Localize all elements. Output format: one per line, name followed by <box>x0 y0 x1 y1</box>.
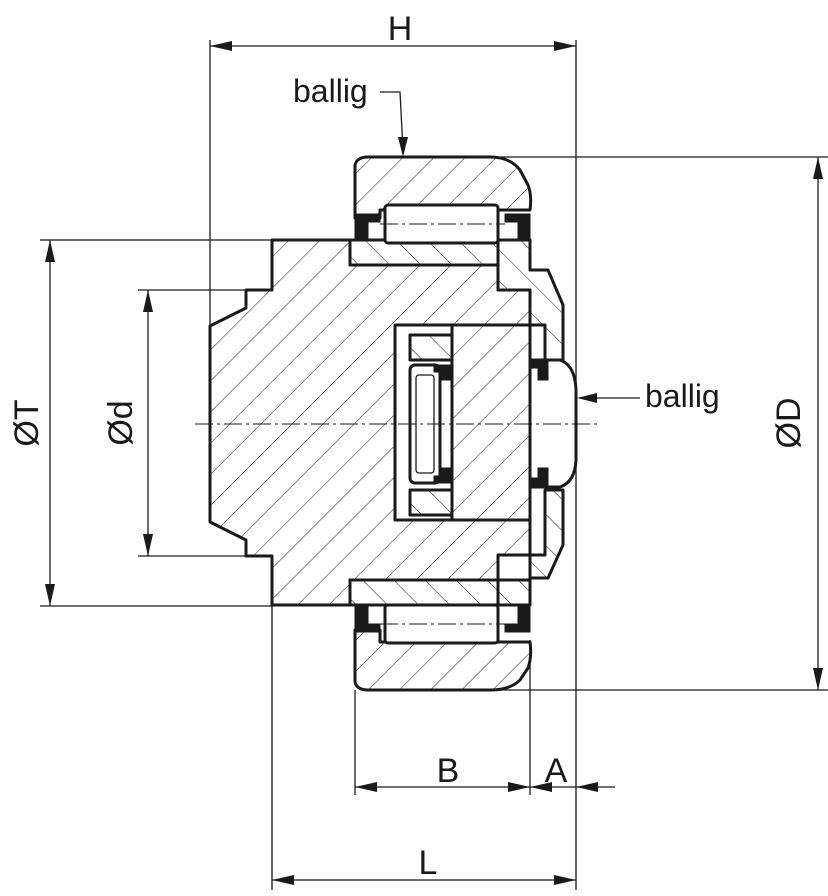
note-ballig-right: ballig <box>645 378 720 414</box>
crowned-ring-seal-bottom <box>529 467 549 488</box>
leader-top <box>380 91 404 151</box>
dim-H-arrow-left <box>210 41 232 51</box>
dim-T-arrow-bottom <box>45 584 55 606</box>
dim-T-label: ØT <box>8 399 46 446</box>
lower-race-inner <box>348 578 500 607</box>
dim-B-arrow-left <box>355 782 377 792</box>
dim-D-label: ØD <box>770 398 808 449</box>
inner-cage-upper <box>408 333 454 362</box>
note-ballig-top: ballig <box>293 73 368 109</box>
dim-H-arrow-right <box>554 41 576 51</box>
inner-cage-lower <box>408 488 454 517</box>
dim-B-label: B <box>437 752 460 790</box>
dim-A-arrow-right <box>576 782 598 792</box>
inner-seal-top <box>433 364 453 381</box>
leader-right-arrow <box>577 393 597 403</box>
outer-ring-upper <box>353 155 533 220</box>
dim-d-arrow-bottom <box>143 534 153 556</box>
dim-T-arrow-top <box>45 240 55 262</box>
side-washer-lower <box>496 488 565 607</box>
dim-L-arrow-right <box>554 875 576 885</box>
dim-D-arrow-bottom <box>813 668 823 690</box>
dim-A-label: A <box>545 752 568 790</box>
dim-d-arrow-top <box>143 290 153 312</box>
seal-upper-left <box>354 213 381 241</box>
seal-lower-left <box>354 605 381 633</box>
dim-L-arrow-left <box>272 875 294 885</box>
dim-L-label: L <box>419 844 438 882</box>
inner-pin <box>450 323 532 522</box>
leader-top-arrow <box>398 137 408 157</box>
seal-upper-right <box>504 213 531 241</box>
seal-lower-right <box>504 605 531 633</box>
inner-seal-bottom <box>433 467 453 484</box>
dim-D-arrow-top <box>813 157 823 179</box>
crowned-ring-seal-top <box>529 359 549 381</box>
dim-B-arrow-right <box>508 782 530 792</box>
dim-A-arrow-left <box>530 782 552 792</box>
dim-d-label: Ød <box>102 400 140 445</box>
dim-H-label: H <box>388 10 413 48</box>
